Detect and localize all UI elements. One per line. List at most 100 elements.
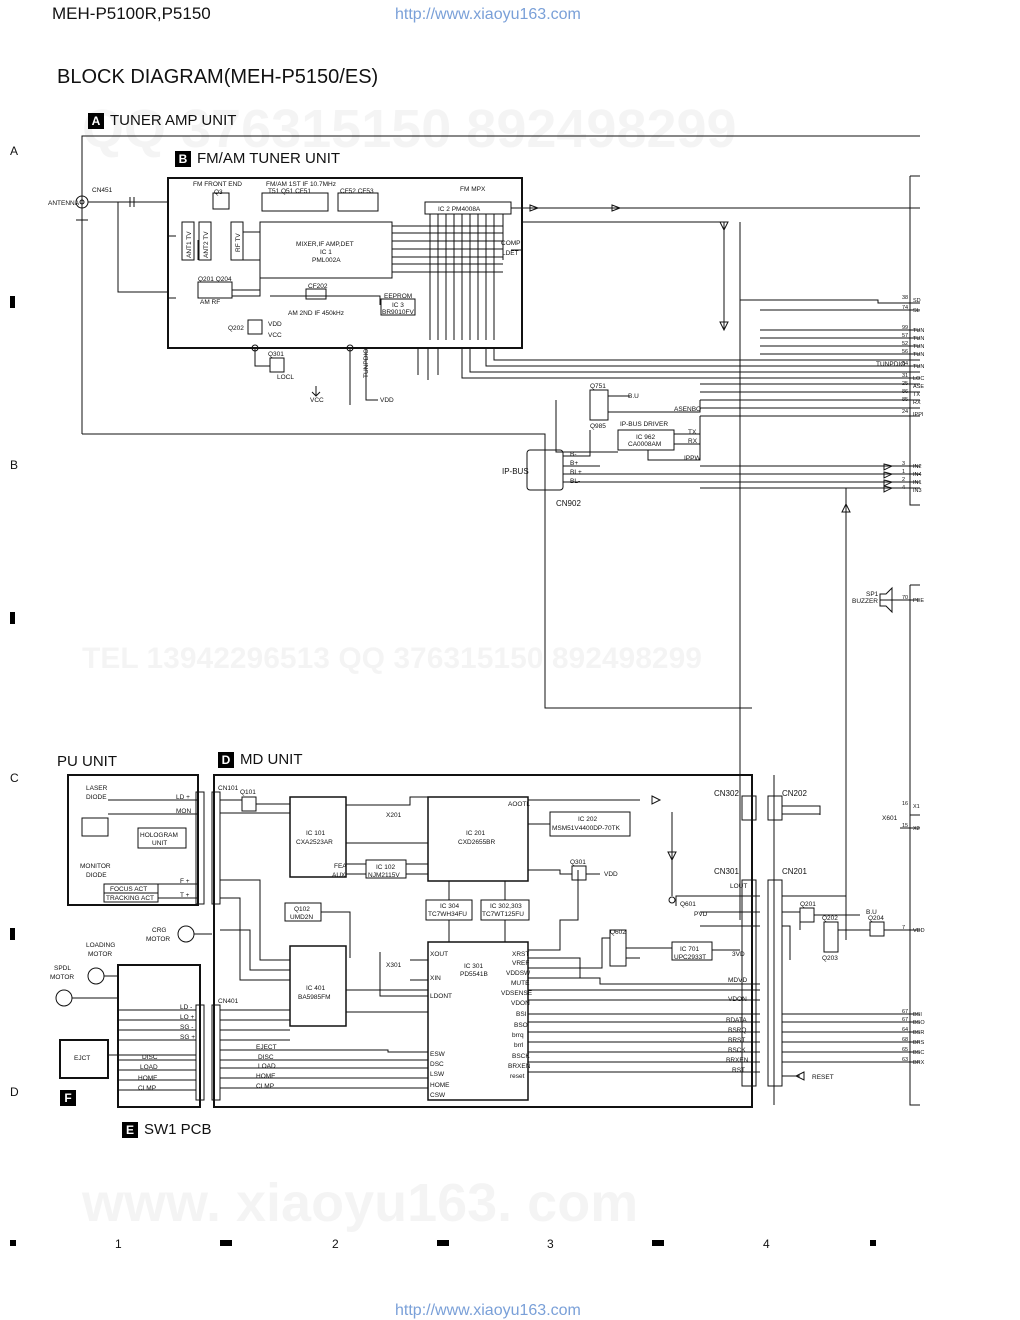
ejct-label: EJCT xyxy=(74,1055,90,1062)
row-marker xyxy=(10,928,15,940)
url-bottom[interactable]: http://www.xiaoyu163.com xyxy=(395,1302,581,1319)
tuner-amp-unit-border xyxy=(81,135,920,434)
bsck2-label: BSCK xyxy=(728,1047,746,1054)
pvd-label: PVD xyxy=(694,911,708,918)
brxen2-label: BRXEN xyxy=(726,1057,749,1064)
right-pin-number: 64 xyxy=(902,1027,908,1033)
home2-label: HOME xyxy=(256,1073,276,1080)
cn302-label: CN302 xyxy=(714,789,739,798)
right-signal-label: BSI xyxy=(913,1012,922,1018)
loading-motor xyxy=(87,967,105,985)
xout-label: XOUT xyxy=(430,951,448,958)
ic201-block xyxy=(427,796,529,882)
q202-q203-block xyxy=(823,921,839,953)
bl-plus-label: BL+ xyxy=(570,469,582,476)
tracking-act-label: TRACKING ACT xyxy=(106,895,154,902)
sw-load-label: LOAD xyxy=(140,1064,158,1071)
q203-md-label: Q203 xyxy=(822,955,838,962)
right-signal-label: TUN xyxy=(913,352,924,358)
am-rf-label: AM RF xyxy=(200,299,220,306)
ic1-label-1: MIXER,IF AMP,DET xyxy=(296,241,354,248)
esw-label: ESW xyxy=(430,1051,446,1058)
f-plus-label: F + xyxy=(180,878,190,885)
ic101-label: IC 101 xyxy=(306,830,326,837)
cn902-label: CN902 xyxy=(556,499,581,508)
hologram-label: HOLOGRAM xyxy=(140,832,178,839)
sw-home-label: HOME xyxy=(138,1075,158,1082)
right-signal-label: X1 xyxy=(913,804,920,810)
reset-label: reset xyxy=(510,1073,525,1080)
right-pin-number: 3 xyxy=(902,461,905,467)
right-signal-label: X2 xyxy=(913,826,920,832)
clmp-label: CLMP xyxy=(256,1083,274,1090)
sp1-label: SP1 xyxy=(866,591,879,598)
signal-arrow xyxy=(651,795,662,805)
t51-label: T51 Q51 CF51 xyxy=(268,188,311,195)
rf-tv xyxy=(230,221,244,261)
ic401-label: IC 401 xyxy=(306,985,326,992)
bu-md-label: B.U xyxy=(866,909,877,916)
q3-label: Q3 xyxy=(214,189,223,196)
cf202-block xyxy=(305,288,327,300)
crg-motor xyxy=(177,925,195,943)
mute-label: MUTE xyxy=(511,980,530,987)
x601-label: X601 xyxy=(882,815,898,822)
signal-arrow xyxy=(529,204,540,212)
ic102-block xyxy=(365,859,407,879)
ic202-part-label: MSM51V4400DP-70TK xyxy=(552,825,621,832)
crg-motor-label: MOTOR xyxy=(146,936,170,943)
dsc-label: DSC xyxy=(430,1061,444,1068)
ic201-label: IC 201 xyxy=(466,830,486,837)
right-pin-number: 65 xyxy=(902,1047,908,1053)
rst-label: RST xyxy=(732,1067,745,1074)
ic401-part-label: BA5985FM xyxy=(298,994,331,1001)
right-pin-number: 74 xyxy=(902,305,908,311)
buzzer-label: BUZZER xyxy=(852,598,878,605)
comp-label: COMP xyxy=(501,240,521,247)
ic301-label: IC 301 xyxy=(464,963,484,970)
buzzer-icon xyxy=(879,586,893,614)
ic301-block xyxy=(427,941,529,1101)
right-pin-number: 31 xyxy=(902,373,908,379)
col-marker xyxy=(652,1240,664,1246)
bsi-label: BSI xyxy=(516,1011,527,1018)
fm-am-tuner-unit-box xyxy=(167,177,523,349)
q101-transistor xyxy=(241,796,257,812)
unit-a-badge: A xyxy=(88,113,104,130)
right-signal-label: IPPI xyxy=(913,412,924,418)
col-label-1: 1 xyxy=(115,1237,122,1251)
cn401-label: CN401 xyxy=(218,998,239,1005)
hologram-unit xyxy=(137,827,187,849)
q201-q204-block xyxy=(197,281,233,299)
csw-label: CSW xyxy=(430,1092,446,1099)
q985-label: Q985 xyxy=(590,423,606,430)
cn301-label: CN301 xyxy=(714,867,739,876)
row-marker xyxy=(10,296,15,308)
ic3-block xyxy=(380,298,416,316)
ic401-block xyxy=(289,945,347,1027)
right-signal-label: BSO xyxy=(913,1020,925,1026)
bsck-label: BSCK xyxy=(512,1053,530,1060)
right-pin-number: 24 xyxy=(902,409,908,415)
right-pin-number: 38 xyxy=(902,295,908,301)
col-label-3: 3 xyxy=(547,1237,554,1251)
laser-diode-label: DIODE xyxy=(86,794,107,801)
col-marker xyxy=(437,1240,449,1246)
signal-arrow xyxy=(667,851,677,862)
right-signal-label: BSR xyxy=(913,1030,924,1036)
signal-arrow xyxy=(883,485,894,493)
cf52-label: CF52 CF53 xyxy=(340,188,374,195)
ic962-label: IC 962 xyxy=(636,434,656,441)
ip-bus-driver-label: IP-BUS DRIVER xyxy=(620,421,668,428)
q202-transistor xyxy=(247,319,263,335)
aux-label: AUX xyxy=(332,872,346,879)
right-signal-label: TUN xyxy=(913,344,924,350)
ic302-label: IC 302,303 xyxy=(490,903,522,910)
ic202-label: IC 202 xyxy=(578,816,598,823)
q202-md-label: Q202 xyxy=(822,915,838,922)
q101-label: Q101 xyxy=(240,789,256,796)
aootl-label: AOOTL xyxy=(508,801,530,808)
ldet-label: LDET xyxy=(502,250,519,257)
url-top[interactable]: http://www.xiaoyu163.com xyxy=(395,6,581,23)
signal-arrow xyxy=(719,221,729,232)
